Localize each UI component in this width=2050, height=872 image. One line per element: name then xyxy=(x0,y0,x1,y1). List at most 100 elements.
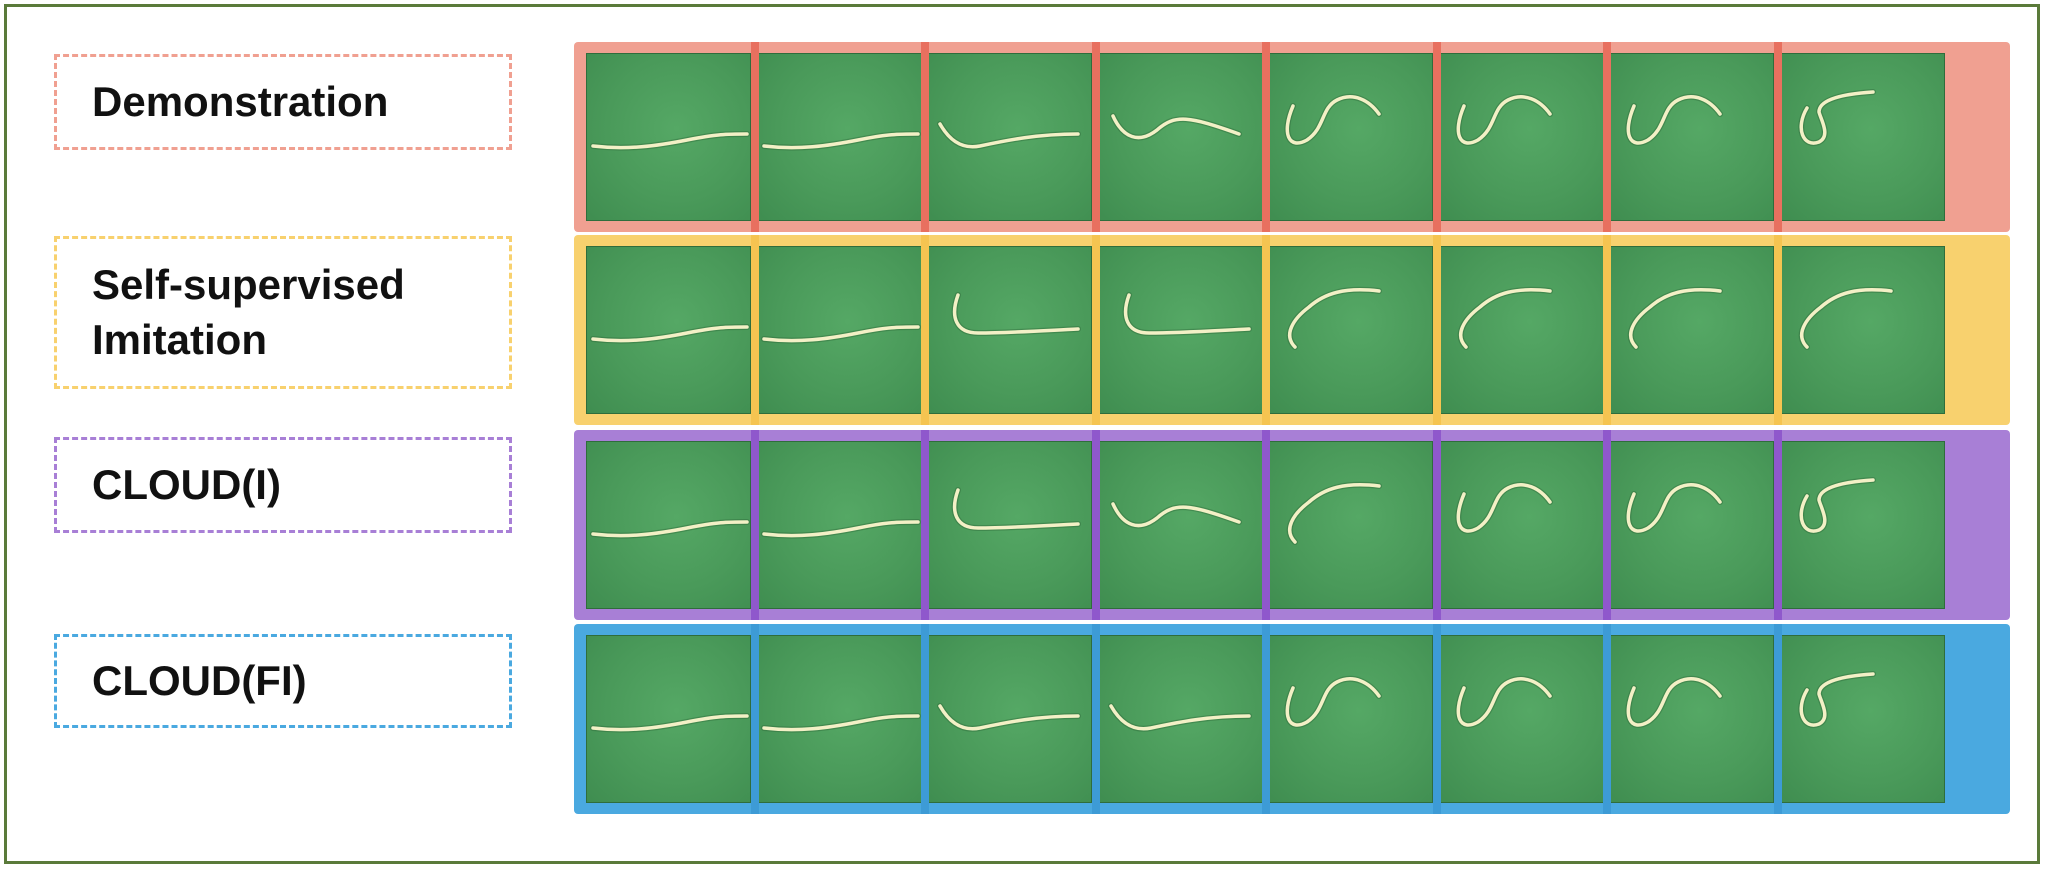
frame-separator xyxy=(1603,430,1611,620)
rope-image-cloud-fi-6 xyxy=(1438,635,1604,803)
frame-separator xyxy=(1773,430,1782,620)
rope-curve xyxy=(590,131,750,151)
frame-separator xyxy=(1091,430,1100,620)
rope-curve xyxy=(951,487,1081,532)
label-cloud-i: CLOUD(I) xyxy=(54,437,512,533)
rope-image-self-supervised-imitation-4 xyxy=(1097,246,1263,414)
frame-separator xyxy=(750,430,759,620)
rope-curve xyxy=(1797,671,1876,729)
rope-curve xyxy=(937,703,1081,732)
rope-curve xyxy=(1286,286,1382,350)
frame-separator xyxy=(1603,42,1611,232)
rope-image-cloud-i-6 xyxy=(1438,441,1604,609)
frame-separator xyxy=(1091,42,1100,232)
rope-image-self-supervised-imitation-5 xyxy=(1268,246,1433,414)
rope-image-self-supervised-imitation-8 xyxy=(1779,246,1945,414)
label-text-cloud-i: CLOUD(I) xyxy=(92,460,281,508)
rope-curve xyxy=(1109,113,1242,141)
rope-curve xyxy=(1284,675,1382,728)
rope-curve xyxy=(1797,89,1876,147)
frame-separator xyxy=(1262,42,1270,232)
rope-image-self-supervised-imitation-7 xyxy=(1609,246,1774,414)
frame-separator xyxy=(1773,235,1782,425)
rope-image-cloud-fi-8 xyxy=(1779,635,1945,803)
rope-curve xyxy=(1109,501,1242,529)
rope-image-cloud-fi-2 xyxy=(756,635,922,803)
rope-curve xyxy=(1107,703,1252,732)
label-self-supervised-imitation: Self-supervised Imitation xyxy=(54,236,512,389)
frame-separator xyxy=(750,235,759,425)
rope-image-self-supervised-imitation-2 xyxy=(756,246,922,414)
rope-curve xyxy=(590,713,750,733)
rope-curve xyxy=(1454,675,1553,728)
rope-image-demonstration-8 xyxy=(1779,53,1945,221)
rope-curve xyxy=(760,519,921,539)
rope-image-demonstration-1 xyxy=(586,53,751,221)
frame-separator xyxy=(1091,624,1100,814)
frame-separator xyxy=(921,235,929,425)
label-text-demonstration: Demonstration xyxy=(92,77,389,125)
strip-demonstration xyxy=(574,42,2010,232)
rope-image-demonstration-2 xyxy=(756,53,922,221)
rope-curve xyxy=(1286,481,1382,545)
label-text-cloud-fi: CLOUD(FI) xyxy=(92,656,307,704)
frame-separator xyxy=(1773,42,1782,232)
rope-image-cloud-fi-5 xyxy=(1268,635,1433,803)
frame-separator xyxy=(1432,430,1441,620)
rope-curve xyxy=(760,713,921,733)
rope-curve xyxy=(760,131,921,151)
frame-separator xyxy=(1773,624,1782,814)
rope-image-cloud-i-2 xyxy=(756,441,922,609)
frame-separator xyxy=(1432,235,1441,425)
rope-image-cloud-fi-3 xyxy=(927,635,1092,803)
label-demonstration: Demonstration xyxy=(54,54,512,150)
frame-separator xyxy=(921,42,929,232)
strip-cloud-i xyxy=(574,430,2010,620)
frame-separator xyxy=(750,624,759,814)
figure-frame xyxy=(4,4,2040,864)
frame-separator xyxy=(921,430,929,620)
rope-image-demonstration-6 xyxy=(1438,53,1604,221)
rope-image-cloud-i-7 xyxy=(1609,441,1774,609)
frame-separator xyxy=(750,42,759,232)
rope-image-cloud-i-4 xyxy=(1097,441,1263,609)
strip-self-supervised-imitation xyxy=(574,235,2010,425)
rope-curve xyxy=(1457,286,1553,350)
rope-image-demonstration-5 xyxy=(1268,53,1433,221)
rope-curve xyxy=(590,519,750,539)
rope-curve xyxy=(951,292,1081,337)
frame-separator xyxy=(1603,624,1611,814)
rope-curve xyxy=(1797,477,1876,535)
rope-image-cloud-fi-1 xyxy=(586,635,751,803)
rope-image-cloud-i-5 xyxy=(1268,441,1433,609)
frame-separator xyxy=(921,624,929,814)
frame-separator xyxy=(1432,624,1441,814)
frame-separator xyxy=(1432,42,1441,232)
label-text-self-supervised-imitation: Self-supervised Imitation xyxy=(92,260,405,363)
rope-image-demonstration-3 xyxy=(927,53,1092,221)
rope-image-self-supervised-imitation-3 xyxy=(927,246,1092,414)
rope-curve xyxy=(1454,481,1553,534)
rope-curve xyxy=(1798,286,1894,350)
rope-image-cloud-i-8 xyxy=(1779,441,1945,609)
strip-cloud-fi xyxy=(574,624,2010,814)
rope-curve xyxy=(1284,93,1382,146)
frame-separator xyxy=(1262,430,1270,620)
rope-curve xyxy=(760,324,921,344)
label-cloud-fi: CLOUD(FI) xyxy=(54,634,512,728)
rope-curve xyxy=(590,324,750,344)
rope-image-cloud-i-3 xyxy=(927,441,1092,609)
rope-curve xyxy=(1627,286,1723,350)
rope-curve xyxy=(1625,93,1723,146)
frame-separator xyxy=(1262,624,1270,814)
rope-curve xyxy=(937,121,1081,150)
rope-curve xyxy=(1625,481,1723,534)
frame-separator xyxy=(1091,235,1100,425)
rope-image-self-supervised-imitation-1 xyxy=(586,246,751,414)
rope-curve xyxy=(1122,292,1252,337)
rope-image-demonstration-7 xyxy=(1609,53,1774,221)
rope-image-self-supervised-imitation-6 xyxy=(1438,246,1604,414)
rope-image-demonstration-4 xyxy=(1097,53,1263,221)
rope-image-cloud-i-1 xyxy=(586,441,751,609)
rope-image-cloud-fi-4 xyxy=(1097,635,1263,803)
